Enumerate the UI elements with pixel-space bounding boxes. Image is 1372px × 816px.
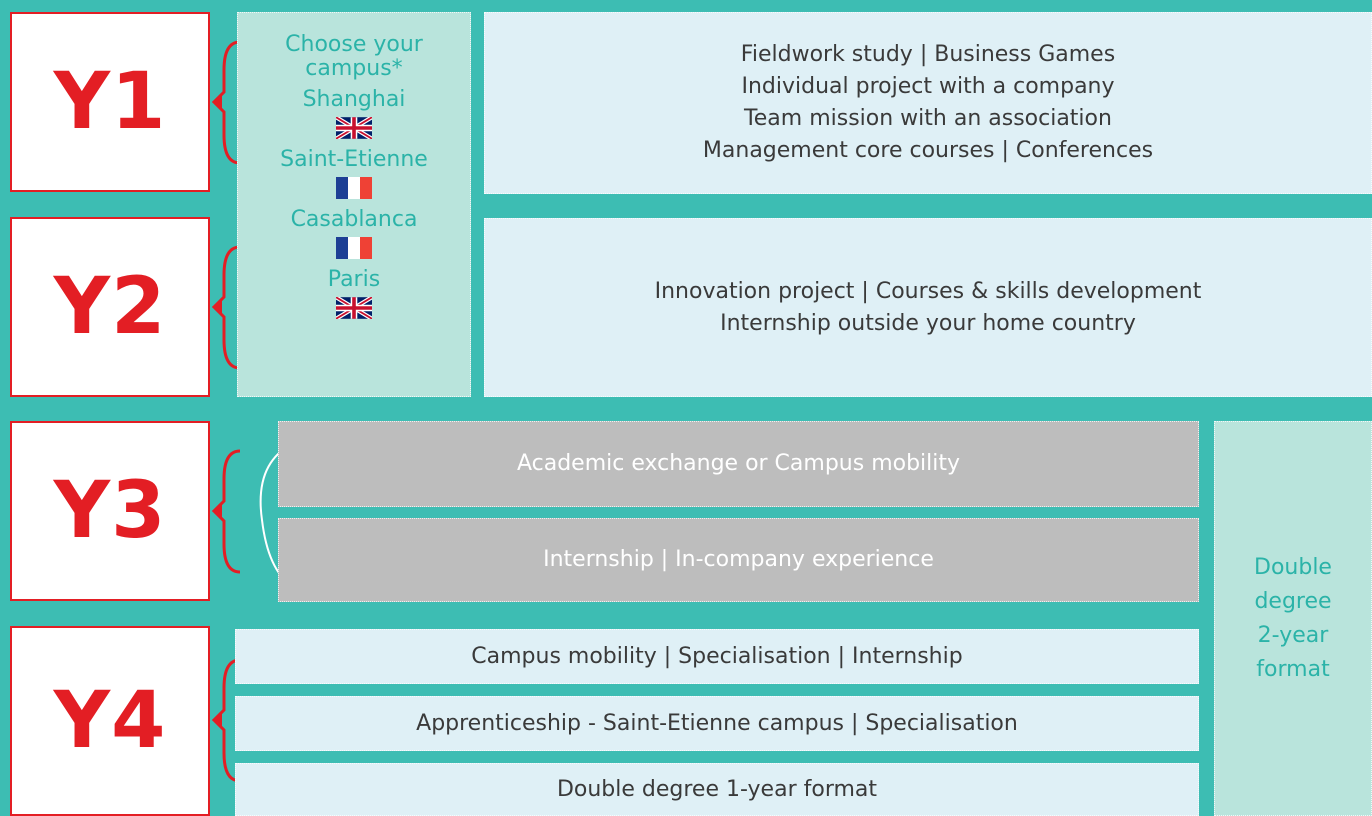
y1-line-3: Team mission with an association [744, 106, 1112, 131]
year-1-bracket-icon [211, 40, 241, 165]
y4-double-degree-1-text: Double degree 1-year format [556, 776, 878, 802]
double-degree-2-year-box: Double degree 2-year format [1214, 421, 1372, 816]
uk-flag-icon [336, 297, 372, 319]
y4-apprenticeship-box: Apprenticeship - Saint-Etienne campus | … [235, 696, 1199, 751]
y4-mobility-box: Campus mobility | Specialisation | Inter… [235, 629, 1199, 684]
y1-line-2: Individual project with a company [741, 74, 1115, 99]
dd2-line-1: Double [1254, 554, 1332, 580]
y4-apprenticeship-text: Apprenticeship - Saint-Etienne campus | … [416, 710, 1018, 736]
y1-line-1: Fieldwork study | Business Games [740, 42, 1116, 67]
france-flag-icon [336, 177, 372, 199]
y1-content-box: Fieldwork study | Business Games Individ… [484, 12, 1372, 194]
y3-exchange-box: Academic exchange or Campus mobility [278, 421, 1199, 507]
y3-internship-box: Internship | In-company experience [278, 518, 1199, 602]
y2-line-1: Innovation project | Courses & skills de… [654, 278, 1202, 304]
uk-flag-icon [336, 117, 372, 139]
year-2-bracket-icon [211, 245, 241, 370]
campus-selection-panel: Choose your campus* Shanghai Saint-Etien… [237, 12, 471, 397]
dd2-line-2: degree [1254, 588, 1332, 614]
year-3-bracket-icon [211, 449, 241, 574]
y4-double-degree-1-box: Double degree 1-year format [235, 763, 1199, 816]
year-1-text: Y1 [53, 57, 167, 147]
campus-saint-etienne: Saint-Etienne [280, 147, 428, 172]
dd2-line-4: format [1256, 656, 1330, 682]
year-4-bracket-icon [211, 658, 241, 783]
y3-exchange-text: Academic exchange or Campus mobility [516, 451, 961, 476]
y2-line-2: Internship outside your home country [720, 310, 1136, 336]
france-flag-icon [336, 237, 372, 259]
year-4-label: Y4 [10, 626, 210, 816]
campus-casablanca: Casablanca [290, 207, 418, 232]
y4-mobility-text: Campus mobility | Specialisation | Inter… [471, 643, 963, 669]
dd2-line-3: 2-year [1257, 622, 1329, 648]
campus-heading-line2: campus* [305, 56, 403, 81]
campus-shanghai: Shanghai [302, 87, 406, 112]
year-4-text: Y4 [53, 676, 167, 766]
y2-content-box: Innovation project | Courses & skills de… [484, 218, 1372, 397]
year-1-label: Y1 [10, 12, 210, 192]
campus-paris: Paris [327, 267, 381, 292]
year-3-label: Y3 [10, 421, 210, 601]
y3-internship-text: Internship | In-company experience [543, 547, 934, 572]
y1-line-4: Management core courses | Conferences [702, 138, 1154, 163]
year-2-text: Y2 [53, 262, 167, 352]
year-2-label: Y2 [10, 217, 210, 397]
year-3-text: Y3 [53, 466, 167, 556]
campus-heading-line1: Choose your [285, 32, 423, 57]
